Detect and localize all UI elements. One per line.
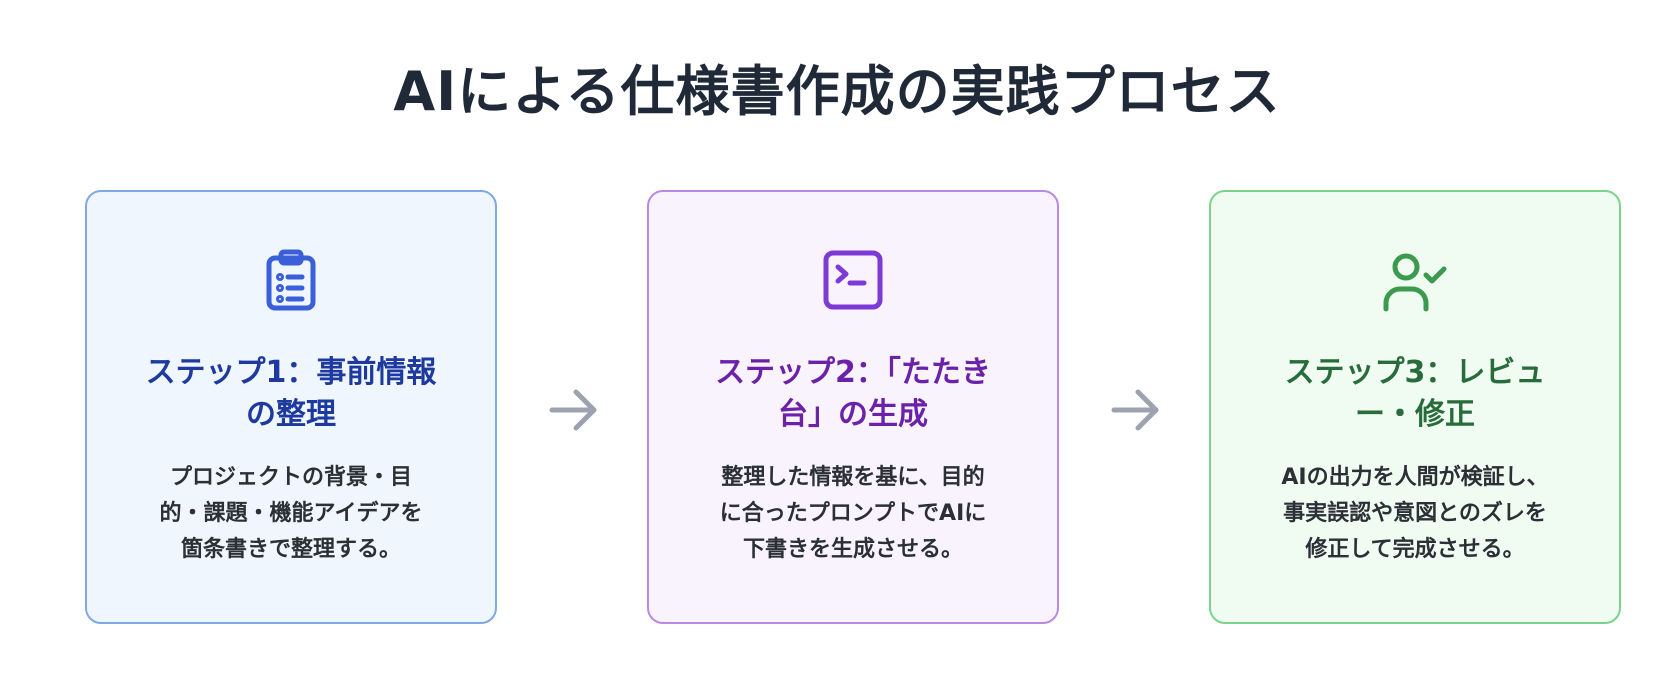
step-3-description: AIの出力を人間が検証し、 事実誤認や意図とのズレを 修正して完成させる。 [1281, 465, 1549, 562]
step-2-heading: ステップ2：「たたき 台」の生成 [715, 355, 991, 432]
step-card-3: ステップ3：レビュ ー・修正 AIの出力を人間が検証し、 事実誤認や意図とのズレ… [1209, 190, 1621, 624]
step-2-description: 整理した情報を基に、目的 に合ったプロンプトでAIに 下書きを生成させる。 [719, 465, 987, 562]
step-1-description: プロジェクトの背景・目 的・課題・機能アイデアを 箇条書きで整理する。 [159, 465, 423, 562]
terminal-icon [820, 247, 886, 313]
step-3-heading: ステップ3：レビュ ー・修正 [1284, 355, 1546, 432]
step-1-heading: ステップ1：事前情報 の整理 [145, 355, 437, 432]
arrow-right-icon [546, 382, 602, 438]
user-check-icon [1382, 247, 1448, 313]
clipboard-list-icon [258, 247, 324, 313]
page-title: AIによる仕様書作成の実践プロセス [393, 60, 1281, 123]
step-card-2: ステップ2：「たたき 台」の生成 整理した情報を基に、目的 に合ったプロンプトで… [647, 190, 1059, 624]
step-card-1: ステップ1：事前情報 の整理 プロジェクトの背景・目 的・課題・機能アイデアを … [85, 190, 497, 624]
arrow-right-icon [1108, 382, 1164, 438]
